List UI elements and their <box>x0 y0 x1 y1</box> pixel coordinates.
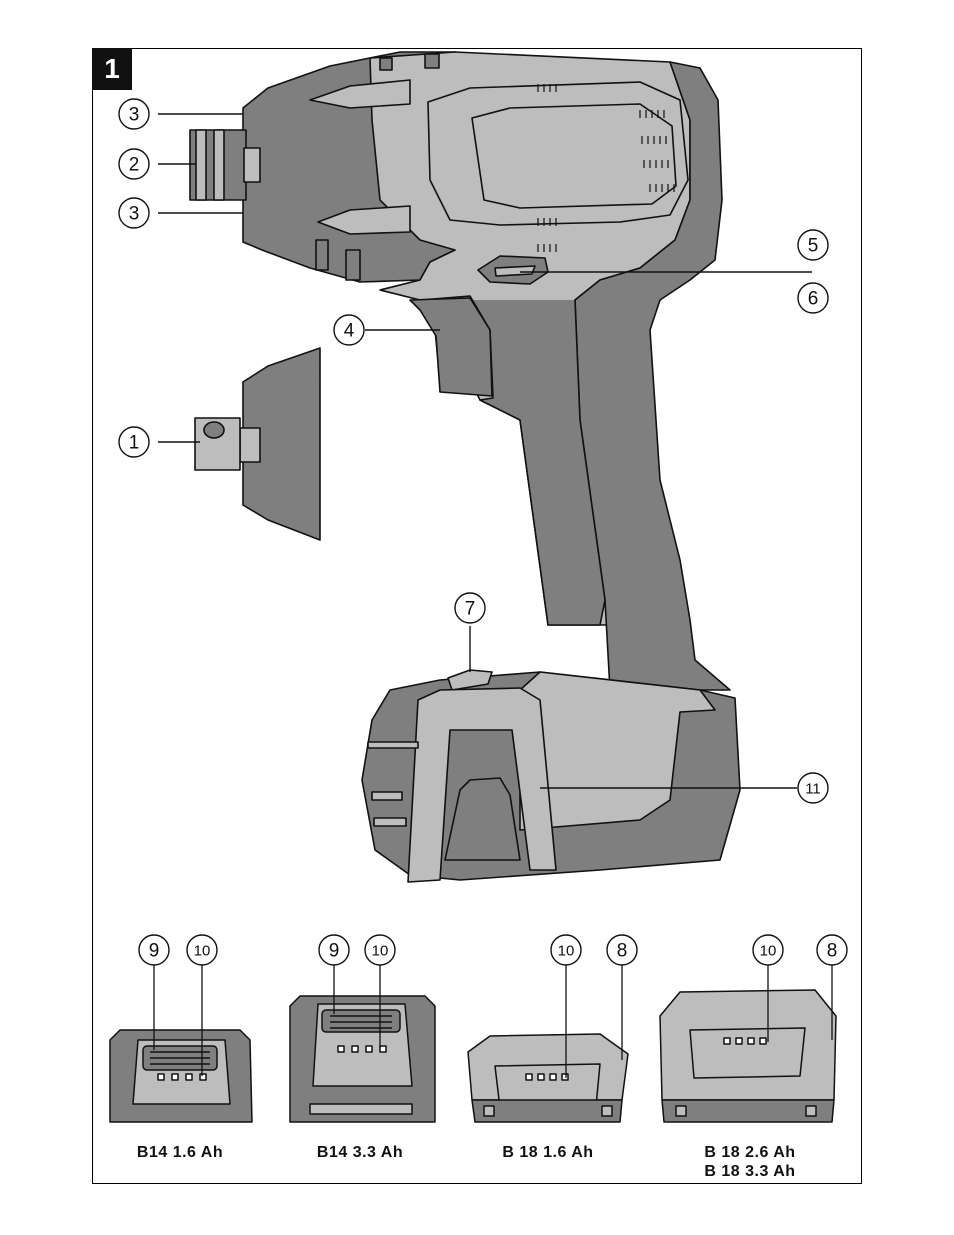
rib-lower <box>317 205 411 235</box>
top-notches <box>379 53 440 71</box>
callout-10: 10 <box>760 943 777 960</box>
callout-numbers: 3 2 3 1 4 5 6 7 11 9 10 9 10 10 8 10 8 <box>129 105 838 962</box>
callout-6: 6 <box>808 289 819 310</box>
vent-slots <box>537 84 675 252</box>
battery-b14-1-6 <box>109 1029 253 1123</box>
battery-ribs <box>367 741 419 827</box>
battery-b14-3-3 <box>289 995 436 1123</box>
callout-4: 4 <box>344 321 355 342</box>
vent-inner <box>471 103 677 209</box>
belt-hook-inner <box>444 777 521 861</box>
callout-10: 10 <box>372 943 389 960</box>
battery-label-b18-2-6: B 18 2.6 Ah <box>704 1144 796 1161</box>
battery-label-b14-3-3: B14 3.3 Ah <box>316 1144 404 1161</box>
figure-frame <box>92 48 862 1184</box>
square-drive-housing <box>242 347 321 541</box>
callout-3: 3 <box>129 105 140 126</box>
callout-7: 7 <box>465 599 476 620</box>
callout-8: 8 <box>617 941 628 962</box>
battery-variants <box>109 989 837 1123</box>
callout-11: 11 <box>805 781 821 798</box>
battery-label-b14-1-6: B14 1.6 Ah <box>136 1144 224 1161</box>
callouts <box>118 98 848 966</box>
battery-label-b18-1-6: B 18 1.6 Ah <box>502 1144 594 1161</box>
rib-upper <box>309 79 411 109</box>
bottom-notches <box>315 239 361 281</box>
tool-illustration <box>189 51 741 883</box>
callout-9: 9 <box>329 941 340 962</box>
callout-10: 10 <box>194 943 211 960</box>
anvil-pin <box>203 421 225 439</box>
chuck-ring <box>213 129 225 201</box>
battery-label-b18-3-3: B 18 3.3 Ah <box>704 1163 796 1180</box>
leader-lines <box>158 113 812 789</box>
battery-release-button <box>447 669 493 691</box>
chuck-ring <box>195 129 207 201</box>
square-drive-collar <box>239 427 261 463</box>
callout-9: 9 <box>149 941 160 962</box>
callout-2: 2 <box>129 155 140 176</box>
belt-hook <box>407 687 557 883</box>
callout-10: 10 <box>558 943 575 960</box>
figure-number-badge: 1 <box>92 48 132 90</box>
battery-b18-1-6 <box>467 1033 629 1123</box>
callout-1: 1 <box>129 433 140 454</box>
callout-8: 8 <box>827 941 838 962</box>
battery-leader-lines <box>153 964 833 1078</box>
chuck-collar <box>243 147 261 183</box>
battery-b18-2-6-3-3 <box>659 989 837 1123</box>
callout-5: 5 <box>808 236 819 257</box>
callout-3: 3 <box>129 204 140 225</box>
switch-slot <box>494 265 536 277</box>
rear-shell <box>574 61 731 691</box>
trigger <box>409 297 493 397</box>
